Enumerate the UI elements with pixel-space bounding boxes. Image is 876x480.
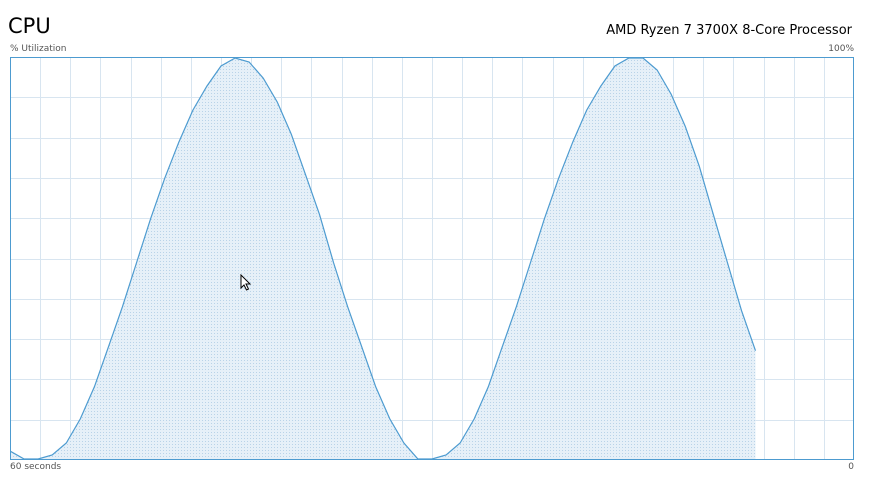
y-axis-max-label: 100%: [828, 44, 854, 54]
processor-name: AMD Ryzen 7 3700X 8-Core Processor: [606, 23, 852, 38]
graph-border: [10, 57, 854, 460]
page-title: CPU: [8, 14, 51, 38]
utilization-area: [10, 58, 756, 460]
mouse-pointer-icon: [240, 274, 252, 291]
x-axis-end-label: 0: [848, 462, 854, 472]
cpu-chart-svg: [10, 57, 854, 460]
x-axis-start-label: 60 seconds: [10, 462, 62, 472]
y-axis-label: % Utilization: [10, 44, 67, 54]
cpu-utilization-graph: [10, 57, 854, 460]
